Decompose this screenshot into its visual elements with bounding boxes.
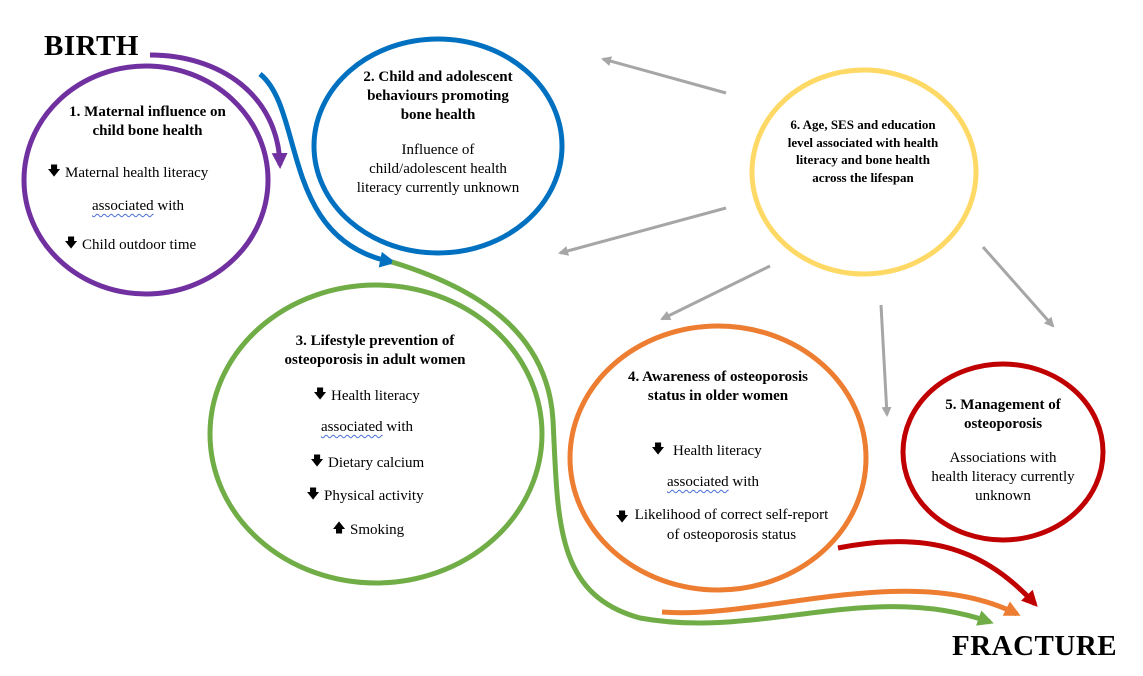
node-1-row-2: associated with [92, 198, 184, 215]
blue-pathway-arrow [258, 72, 396, 268]
arrow-6-to-4 [660, 264, 771, 321]
node-3-circle [207, 282, 545, 586]
node-3-row-5: 🡅 Smoking [332, 519, 404, 541]
orange-pathway-arrow [661, 588, 1021, 617]
node-1-title: 1. Maternal influence on child bone heal… [69, 104, 226, 139]
arrow-6-to-2-lower [558, 206, 727, 256]
node-4-row-1: 🡇 Health literacy [651, 440, 762, 462]
node-2-circle [311, 36, 565, 256]
node-3-row-1-text: Health literacy [331, 387, 420, 404]
node-5-body: Associations with health literacy curren… [931, 450, 1075, 504]
down-arrow-icon: 🡇 [306, 486, 320, 501]
purple-pathway-arrow [149, 52, 288, 169]
node-3-row-3-text: Dietary calcium [328, 454, 425, 471]
node-3-row-4: 🡇 Physical activity [306, 485, 424, 507]
down-arrow-icon: 🡇 [47, 163, 61, 178]
node-3-row-3: 🡇 Dietary calcium [310, 452, 424, 474]
node-4-circle [567, 323, 869, 593]
down-arrow-icon: 🡇 [651, 441, 665, 456]
down-arrow-icon: 🡇 [310, 453, 324, 468]
node-1-row-2-rest: with [153, 198, 185, 214]
arrow-6-to-5 [981, 246, 1055, 328]
fracture-label: FRACTURE [952, 630, 1118, 662]
node-6-circle [749, 67, 979, 277]
node-2-title: 2. Child and adolescent behaviours promo… [363, 69, 513, 123]
node-4-title: 4. Awareness of osteoporosis status in o… [628, 369, 808, 404]
node-1-row-1-text: Maternal health literacy [65, 164, 209, 181]
birth-label: BIRTH [44, 30, 139, 62]
node-3-row-4-text: Physical activity [324, 487, 424, 504]
up-arrow-icon: 🡅 [332, 520, 346, 535]
node-4-row-3: 🡇 Likelihood of correct self-report of o… [615, 506, 830, 545]
node-5-title: 5. Management of osteoporosis [945, 397, 1061, 432]
node-3-row-2-word: associated [321, 419, 383, 435]
node-6-title: 6. Age, SES and education level associat… [787, 117, 939, 185]
node-1-row-3: 🡇 Child outdoor time [64, 234, 196, 256]
node-1-row-2-word: associated [92, 198, 154, 214]
node-4-row-2-word: associated [667, 474, 729, 490]
node-3-title: 3. Lifestyle prevention of osteoporosis … [284, 333, 466, 368]
node-3-row-1: 🡇 Health literacy [313, 385, 420, 407]
down-arrow-icon: 🡇 [615, 509, 629, 524]
down-arrow-icon: 🡇 [313, 386, 327, 401]
red-pathway-arrow [837, 539, 1038, 607]
arrow-6-down [879, 304, 892, 417]
down-arrow-icon: 🡇 [64, 235, 78, 250]
arrow-6-to-2-upper [601, 56, 727, 95]
node-1-circle [21, 63, 271, 297]
node-4-row-3-text: Likelihood of correct self-report of ost… [634, 507, 829, 543]
node-3-row-2: associated with [321, 419, 413, 436]
green-pathway-arrow [391, 259, 994, 626]
node-5-circle [900, 361, 1106, 543]
node-1-row-3-text: Child outdoor time [82, 236, 197, 253]
node-4-row-2: associated with [667, 474, 759, 491]
node-1-row-1: 🡇 Maternal health literacy [47, 162, 208, 184]
node-4-row-1-text: Health literacy [673, 442, 762, 459]
node-3-row-5-text: Smoking [350, 521, 405, 538]
node-4-row-2-rest: with [728, 474, 760, 490]
node-2-body: Influence of child/adolescent health lit… [356, 142, 520, 196]
node-3-row-2-rest: with [382, 419, 414, 435]
